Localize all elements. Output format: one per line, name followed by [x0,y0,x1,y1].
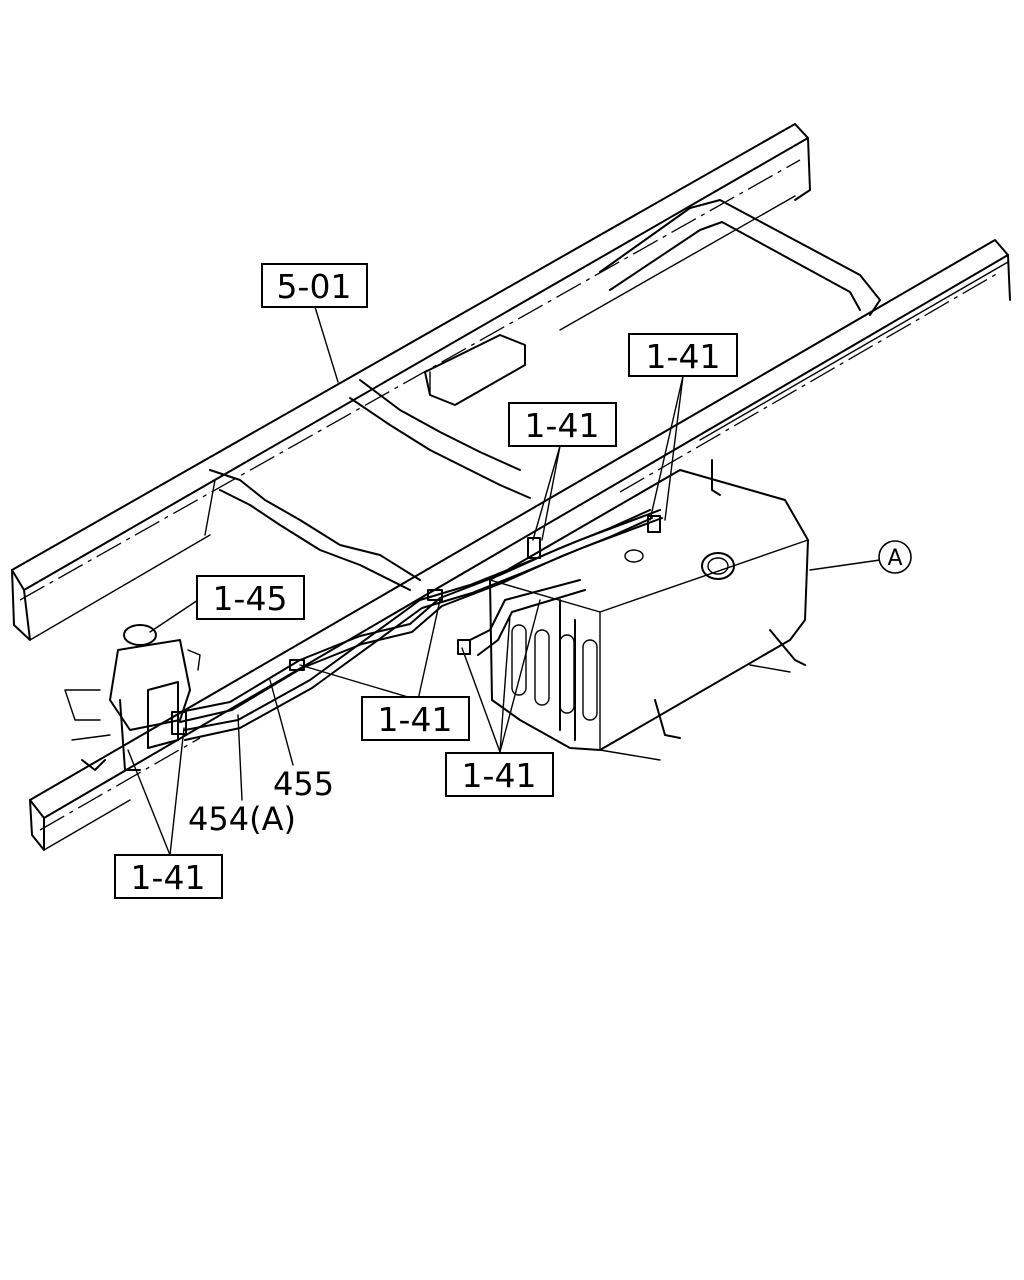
callout-label: 1-41 [462,756,537,795]
callout-label: 1-41 [646,337,721,376]
callout-1-41-center[interactable]: 1-41 [361,696,470,741]
detail-marker-a[interactable]: A [878,540,912,574]
fuel-tank [489,459,809,761]
callout-1-41-bottom-left[interactable]: 1-41 [114,854,223,899]
fuel-filter-assembly [64,624,201,771]
part-number-454a[interactable]: 454(A) [188,800,296,838]
leader-lines [127,306,881,856]
callout-label: 1-41 [525,406,600,445]
callout-1-41-top-right[interactable]: 1-41 [628,333,738,377]
callout-5-01[interactable]: 5-01 [261,263,368,308]
callout-label: 1-41 [131,858,206,897]
callout-label: 1-41 [378,700,453,739]
callout-1-45[interactable]: 1-45 [196,575,305,620]
cross-member-front [204,379,531,591]
frame-rail-left [11,123,811,641]
fuel-line-455 [184,509,663,741]
detail-marker-label: A [887,546,902,571]
callout-1-41-lower-right[interactable]: 1-41 [445,752,554,797]
frame-rail-right [29,239,1011,851]
cross-member-rear [599,199,881,316]
callout-label: 5-01 [277,267,352,306]
return-line [469,579,586,656]
cross-member-middle [424,334,526,406]
callout-label: 1-45 [213,579,288,618]
part-number-455[interactable]: 455 [273,765,334,803]
callout-1-41-upper-middle[interactable]: 1-41 [508,402,617,447]
